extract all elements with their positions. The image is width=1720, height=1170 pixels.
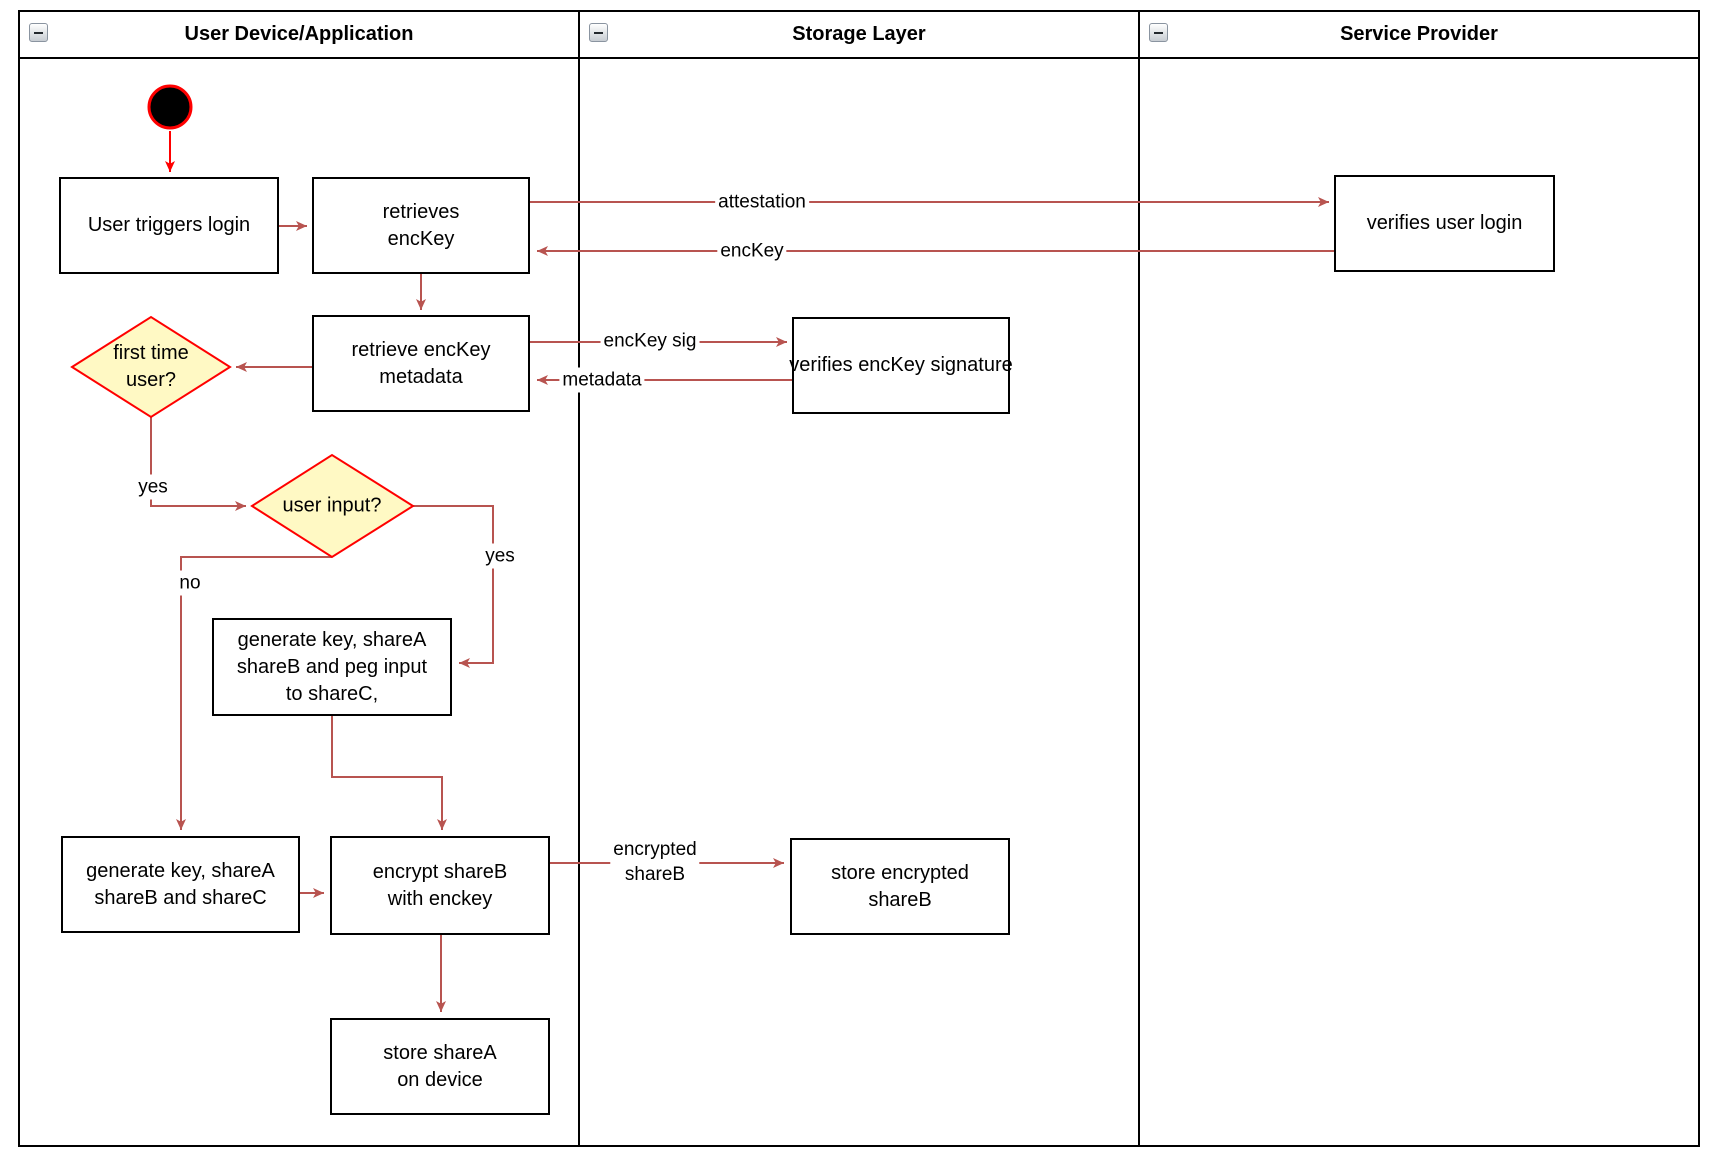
edge-no-user-input[interactable] xyxy=(176,556,332,830)
edge-label-line: shareB xyxy=(624,864,686,885)
edge-peg-to-encrypt[interactable] xyxy=(331,716,447,830)
node-label: retrieves xyxy=(382,200,460,223)
decision-label-first-time-user: first time user? xyxy=(113,340,189,394)
lane-header-storage-layer: Storage Layer xyxy=(580,12,1138,59)
node-label: shareB and shareC xyxy=(94,886,267,909)
node-generate-key-sharec[interactable]: generate key, shareA shareB and shareC xyxy=(61,836,300,933)
collapse-lane-icon[interactable] xyxy=(1149,23,1168,42)
node-label: verifies user login xyxy=(1366,212,1523,234)
lane-title-service-provider[interactable]: Service Provider xyxy=(1340,23,1498,45)
start-node[interactable] xyxy=(147,84,193,130)
node-label: retrieve encKey xyxy=(351,338,491,361)
decision-first-time-user[interactable] xyxy=(70,315,232,419)
edge-label-line: encrypted xyxy=(613,839,697,860)
collapse-lane-icon[interactable] xyxy=(29,23,48,42)
node-label: metadata xyxy=(379,365,463,388)
node-label: store shareA xyxy=(383,1041,497,1064)
node-label: to shareC, xyxy=(285,682,379,705)
decision-label-line: user input? xyxy=(282,494,382,517)
node-label: generate key, shareA xyxy=(86,859,275,882)
node-store-sharea[interactable]: store shareA on device xyxy=(330,1018,550,1115)
node-label: on device xyxy=(397,1068,483,1091)
node-generate-key-peg-input[interactable]: generate key, shareA shareB and peg inpu… xyxy=(212,618,452,716)
decision-user-input[interactable] xyxy=(250,453,415,559)
decision-label-line: first time xyxy=(113,342,189,364)
edge-label-yes-user-input[interactable]: yes xyxy=(482,543,518,569)
lane-divider xyxy=(1138,12,1140,1145)
edge-label-encrypted-shareb[interactable]: encrypted shareB xyxy=(610,837,700,887)
edge-label-enckey[interactable]: encKey xyxy=(717,238,787,264)
lane-title-storage-layer[interactable]: Storage Layer xyxy=(792,23,926,45)
edge-label-metadata[interactable]: metadata xyxy=(559,367,645,393)
node-label: encrypt shareB xyxy=(372,860,508,883)
node-verifies-enckey-signature[interactable]: verifies encKey signature xyxy=(789,317,1013,414)
node-label: store encrypted xyxy=(831,861,969,884)
lane-title-user-device[interactable]: User Device/Application xyxy=(184,23,414,45)
node-store-encrypted-shareb[interactable]: store encrypted shareB xyxy=(790,838,1010,935)
collapse-lane-icon[interactable] xyxy=(589,23,608,42)
node-user-triggers-login[interactable]: User triggers login xyxy=(59,177,279,274)
node-retrieves-enckey[interactable]: retrieves encKey xyxy=(312,177,530,274)
decision-label-user-input: user input? xyxy=(283,493,382,520)
edge-label-yes-first-time[interactable]: yes xyxy=(135,474,171,500)
node-verifies-user-login[interactable]: verifies user login xyxy=(1334,175,1555,272)
lane-header-user-device: User Device/Application xyxy=(20,12,578,59)
decision-label-line: user? xyxy=(125,369,177,391)
edge-yes-user-input[interactable] xyxy=(413,505,494,668)
node-encrypt-shareb[interactable]: encrypt shareB with enckey xyxy=(330,836,550,935)
lane-header-service-provider: Service Provider xyxy=(1140,12,1698,59)
edge-yes-first-time[interactable] xyxy=(150,417,246,511)
minus-icon xyxy=(34,31,43,34)
minus-icon xyxy=(594,31,603,34)
lane-divider xyxy=(578,12,580,1145)
node-retrieve-enckey-metadata[interactable]: retrieve encKey metadata xyxy=(312,315,530,412)
node-label: User triggers login xyxy=(87,214,251,236)
edge-label-attestation[interactable]: attestation xyxy=(715,189,809,215)
node-label: generate key, shareA xyxy=(237,628,427,651)
node-label: verifies encKey signature xyxy=(789,354,1013,376)
edge-label-no-user-input[interactable]: no xyxy=(176,570,204,596)
node-label: shareB and peg input xyxy=(236,655,428,678)
minus-icon xyxy=(1154,31,1163,34)
node-label: shareB xyxy=(868,888,932,911)
node-label: with enckey xyxy=(387,887,493,910)
edge-label-enckey-sig[interactable]: encKey sig xyxy=(600,328,700,354)
node-label: encKey xyxy=(387,227,455,250)
